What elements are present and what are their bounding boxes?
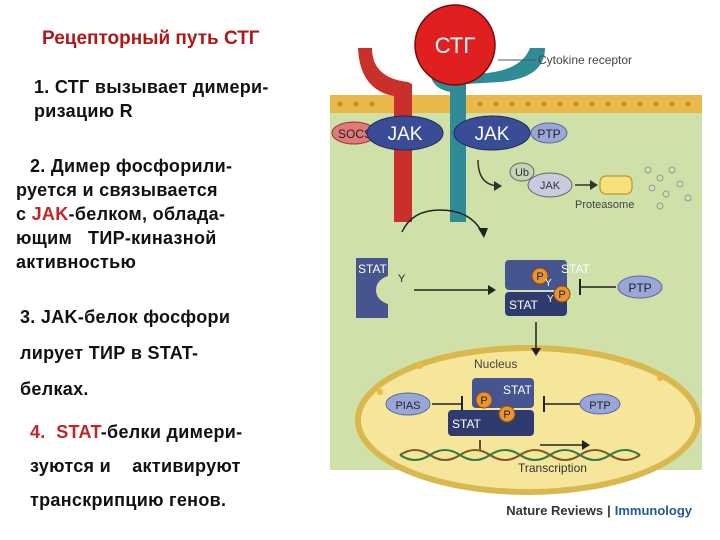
ptp-nuc-label: PTP (589, 400, 610, 412)
credit-journal: Nature Reviews (506, 503, 604, 518)
step-4-number: 4. (30, 422, 46, 442)
jak-degraded-label: JAK (540, 180, 561, 192)
nucleus-label: Nucleus (474, 357, 517, 371)
stat-nuc-top-label: STAT (503, 383, 533, 397)
step-2-prefix: с (16, 204, 32, 224)
ub-label: Ub (515, 167, 529, 179)
activation-arrow (401, 209, 483, 233)
p-dimer-2 (553, 285, 571, 303)
stat-free-y: Y (398, 273, 406, 285)
step-4-rest: -белки димери- (100, 422, 243, 442)
p-nuc-1-label: P (480, 395, 487, 407)
step-1: 1. СТГ вызывает димери- ризацию R (34, 75, 364, 123)
jak-degraded-shape (527, 172, 573, 198)
step-2-line-4: ющим ТИР-киназной (16, 228, 217, 248)
step-4-line-3: транскрипцию генов. (30, 490, 227, 510)
activation-arrow-head (478, 228, 488, 238)
jak-right-label: JAK (475, 124, 510, 145)
step-4: 4. STAT-белки димери- зуются и активирую… (30, 415, 330, 517)
y-dimer-2: Y (547, 294, 554, 305)
socs-label: SOCS (338, 127, 372, 141)
page-title: Рецепторный путь СТГ (42, 28, 260, 49)
membrane-dots (337, 101, 691, 107)
cell-membrane (330, 95, 702, 113)
nuclear-import-arrow-head (531, 348, 541, 356)
p-nuc-2 (498, 405, 516, 423)
step-3-line-2: лирует ТИР в STAT- (20, 343, 199, 363)
step-3-line-3: белках. (20, 379, 89, 399)
ub-arrow-head (494, 181, 502, 191)
credit-separator: | (607, 503, 611, 518)
jak-left-shape (366, 115, 444, 151)
stat-dimer-bottom-shape (505, 292, 567, 316)
proteasome-label: Proteasome (575, 199, 634, 211)
ptp-nuc-shape (579, 393, 621, 415)
stat-to-dimer-arrow-head (488, 285, 496, 295)
ptp-mid-shape (617, 275, 663, 299)
ligand-label: СТГ (435, 33, 476, 58)
proteasome-arrow-head (590, 180, 598, 190)
stat-nuc-bottom-label: STAT (452, 417, 482, 431)
ub-shape (509, 162, 535, 182)
stat-free-label: STAT (358, 262, 388, 276)
step-2-line-2: руется и связывается (16, 180, 218, 200)
p-nuc-1 (475, 391, 493, 409)
p-nuc-2-label: P (503, 409, 510, 421)
receptor-label: Cytokine receptor (538, 53, 632, 67)
step-2: 2. Димер фосфорили- руется и связывается… (16, 154, 316, 274)
ptp-top-label: PTP (537, 127, 560, 141)
nuclear-pores (377, 350, 663, 395)
jak-left-label: JAK (388, 124, 423, 145)
transcription-output-arrow-head (582, 440, 590, 450)
stat-dimer-top-label: STAT (561, 262, 591, 276)
step-4-stat: STAT (56, 422, 101, 442)
step-2-line-5: активностью (16, 252, 137, 272)
step-2-jak: JAK (31, 204, 69, 224)
step-2-line-1: 2. Димер фосфорили- (30, 156, 233, 176)
dna-strand-2 (399, 449, 641, 461)
ptp-mid-label: PTP (628, 281, 651, 295)
step-3: 3. JAK-белок фосфори лирует ТИР в STAT- … (20, 299, 320, 407)
proteasome-shape (599, 175, 633, 195)
y-dimer-1: Y (545, 278, 552, 289)
step-4-line-1: 4. STAT-белки димери- (30, 415, 330, 449)
receptor-teal-stem (450, 95, 466, 222)
p-dimer-1-label: P (536, 271, 543, 283)
ptp-top-shape (530, 122, 568, 144)
step-2-rest: -белком, облада- (68, 204, 226, 224)
receptor-red-stem (394, 95, 412, 222)
peptide-dots (644, 166, 692, 210)
jak-right-shape (453, 115, 531, 151)
pias-shape (385, 392, 431, 416)
pias-label: PIAS (395, 400, 420, 412)
p-dimer-1 (531, 267, 549, 285)
ligand-circle (414, 4, 496, 86)
step-4-line-2b: активируют (132, 456, 241, 476)
step-1-line-1: 1. СТГ вызывает димери- (34, 77, 269, 97)
step-4-line-2a: зуются и (30, 456, 111, 476)
step-1-line-2: ризацию R (34, 101, 133, 121)
step-4-line-2: зуются и активируют (30, 449, 330, 483)
step-3-line-1: 3. JAK-белок фосфори (20, 307, 231, 327)
transcription-label: Transcription (518, 461, 587, 475)
step-2-line-3: с JAK-белком, облада- (16, 202, 316, 226)
stat-free-shape (356, 258, 388, 318)
p-dimer-2-label: P (558, 289, 565, 301)
credit-section: Immunology (614, 503, 692, 518)
stat-dimer-bottom-label: STAT (509, 298, 539, 312)
credit-line: Nature Reviews|Immunology (506, 503, 692, 518)
